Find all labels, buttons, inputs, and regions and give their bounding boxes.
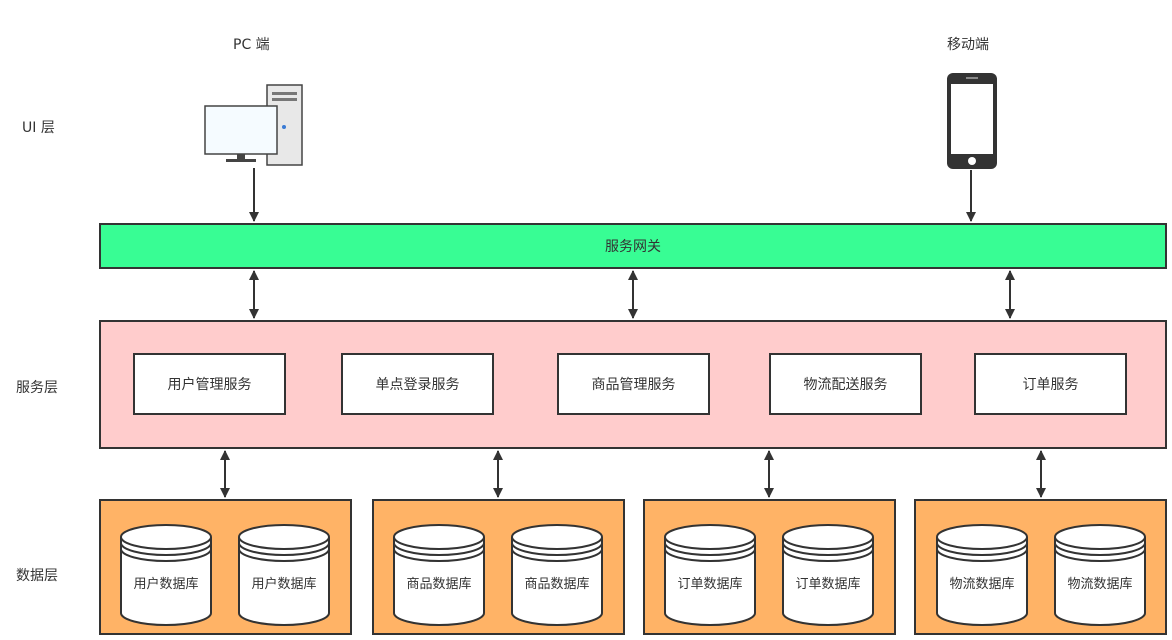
database-label: 订单数据库 bbox=[677, 577, 743, 592]
service-label: 商品管理服务 bbox=[591, 377, 676, 393]
database-item: 用户数据库 bbox=[120, 523, 212, 627]
database-cylinder-icon bbox=[1054, 524, 1146, 626]
pc-client-label: PC 端 bbox=[233, 37, 270, 53]
desktop-computer-icon bbox=[204, 84, 303, 166]
database-cylinder-icon bbox=[936, 524, 1028, 626]
database-item: 商品数据库 bbox=[511, 523, 603, 627]
service-label: 订单服务 bbox=[1022, 377, 1079, 393]
database-cylinder-icon bbox=[782, 524, 874, 626]
database-label: 订单数据库 bbox=[795, 577, 861, 592]
smartphone-icon bbox=[947, 73, 997, 169]
mobile-client-label: 移动端 bbox=[947, 37, 989, 53]
database-item: 订单数据库 bbox=[782, 523, 874, 627]
database-item: 物流数据库 bbox=[936, 523, 1028, 627]
service-gateway-label: 服务网关 bbox=[605, 239, 661, 255]
database-label: 商品数据库 bbox=[524, 577, 590, 592]
service-gateway: 服务网关 bbox=[99, 223, 1167, 269]
database-cylinder-icon bbox=[120, 524, 212, 626]
database-label: 商品数据库 bbox=[406, 577, 472, 592]
service-box-product-management: 商品管理服务 bbox=[557, 353, 710, 415]
database-label: 用户数据库 bbox=[133, 577, 199, 592]
database-cylinder-icon bbox=[664, 524, 756, 626]
database-item: 物流数据库 bbox=[1054, 523, 1146, 627]
service-box-user-management: 用户管理服务 bbox=[133, 353, 286, 415]
service-layer-label: 服务层 bbox=[16, 380, 58, 396]
database-cylinder-icon bbox=[511, 524, 603, 626]
database-label: 物流数据库 bbox=[949, 577, 1015, 592]
service-box-sso: 单点登录服务 bbox=[341, 353, 494, 415]
service-box-logistics: 物流配送服务 bbox=[769, 353, 922, 415]
data-layer-label: 数据层 bbox=[16, 568, 58, 584]
service-label: 物流配送服务 bbox=[803, 377, 888, 393]
database-cylinder-icon bbox=[393, 524, 485, 626]
ui-layer-label: UI 层 bbox=[22, 120, 55, 136]
database-item: 订单数据库 bbox=[664, 523, 756, 627]
database-label: 用户数据库 bbox=[251, 577, 317, 592]
database-label: 物流数据库 bbox=[1067, 577, 1133, 592]
service-label: 用户管理服务 bbox=[167, 377, 252, 393]
database-item: 用户数据库 bbox=[238, 523, 330, 627]
database-item: 商品数据库 bbox=[393, 523, 485, 627]
service-label: 单点登录服务 bbox=[375, 377, 460, 393]
database-cylinder-icon bbox=[238, 524, 330, 626]
service-box-order: 订单服务 bbox=[974, 353, 1127, 415]
